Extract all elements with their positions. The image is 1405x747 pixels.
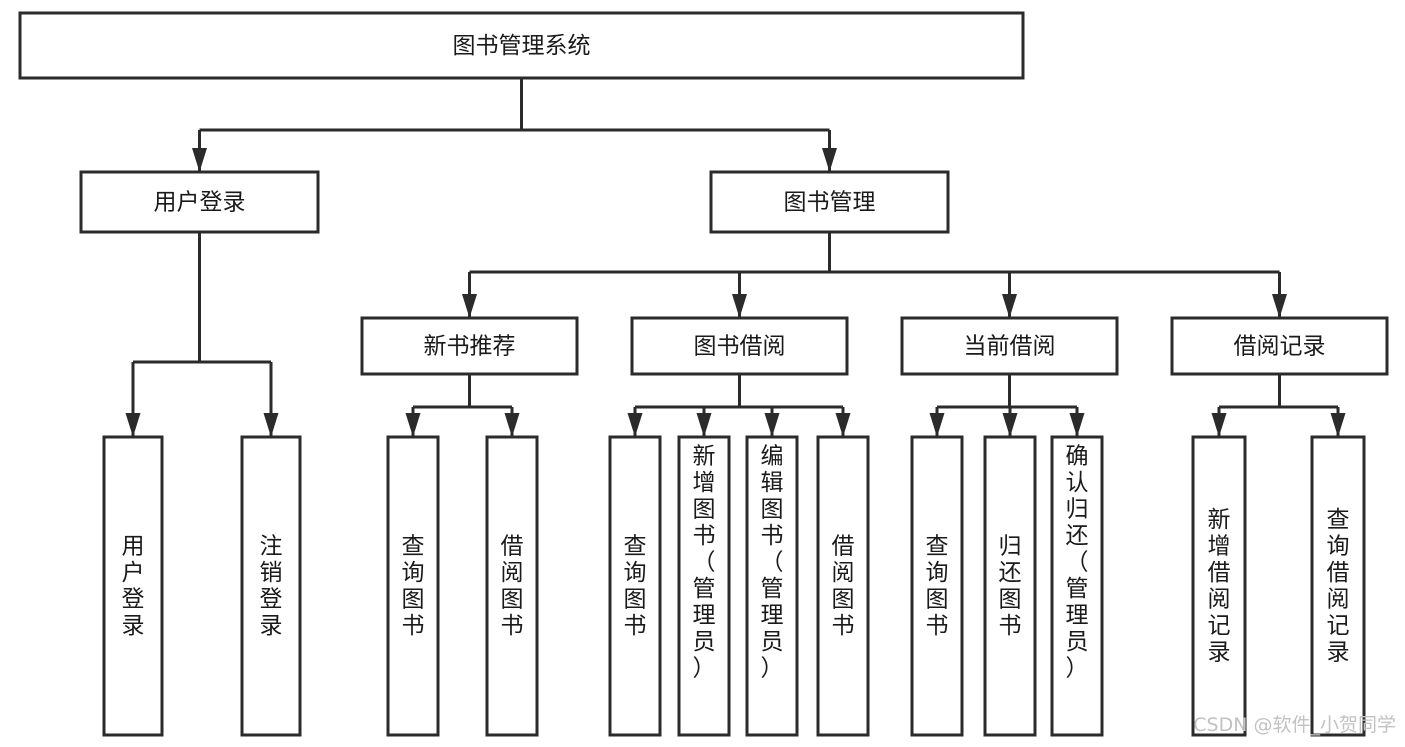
node-leaf-user-login[interactable]: 用户登录: [102, 435, 164, 737]
node-box-leaf-confirm-return-admin: [1050, 435, 1104, 737]
node-box-current-borrow: [900, 316, 1119, 376]
node-box-borrow-record: [1170, 316, 1389, 376]
arrow-head-icon: [696, 413, 712, 437]
node-label-new-book-recommend: 新书推荐: [424, 334, 516, 360]
node-box-leaf-borrow-book-2: [816, 435, 870, 737]
node-box-new-book-recommend: [360, 316, 579, 376]
connector-layer: [125, 78, 1346, 437]
node-borrow-record[interactable]: 借阅记录: [1170, 316, 1389, 376]
node-new-book-recommend[interactable]: 新书推荐: [360, 316, 579, 376]
node-leaf-confirm-return-admin[interactable]: 确认归还（管理员）: [1050, 435, 1104, 737]
node-box-book-borrow: [630, 316, 849, 376]
node-box-leaf-borrow-book-1: [485, 435, 539, 737]
arrow-head-icon: [1002, 413, 1018, 437]
node-label-book-borrow: 图书借阅: [694, 334, 786, 360]
arrow-head-icon: [1002, 294, 1017, 318]
node-leaf-borrow-book-2[interactable]: 借阅图书: [816, 435, 870, 737]
node-book-manage[interactable]: 图书管理: [709, 170, 950, 234]
arrow-head-icon: [1069, 413, 1085, 437]
node-box-leaf-query-book-1: [386, 435, 440, 737]
node-leaf-query-book-2[interactable]: 查询图书: [608, 435, 662, 737]
node-label-leaf-borrow-book-1: 借阅图书: [501, 534, 524, 640]
node-label-borrow-record: 借阅记录: [1234, 334, 1326, 360]
node-box-leaf-add-book-admin: [677, 435, 731, 737]
node-label-leaf-edit-book-admin: 编辑图书（管理员）: [761, 444, 784, 682]
node-label-leaf-add-book-admin: 新增图书（管理员）: [693, 444, 716, 682]
node-leaf-add-borrow-record[interactable]: 新增借阅记录: [1191, 435, 1247, 737]
arrow-head-icon: [835, 413, 851, 437]
arrow-head-icon: [405, 413, 421, 437]
node-leaf-query-book-1[interactable]: 查询图书: [386, 435, 440, 737]
arrow-head-icon: [462, 294, 477, 318]
node-leaf-borrow-book-1[interactable]: 借阅图书: [485, 435, 539, 737]
node-label-leaf-return-book: 归还图书: [999, 534, 1022, 640]
node-label-user-login: 用户登录: [154, 190, 246, 216]
node-box-leaf-query-borrow-record: [1310, 435, 1366, 737]
node-leaf-query-borrow-record[interactable]: 查询借阅记录: [1310, 435, 1366, 737]
node-label-leaf-query-book-1: 查询图书: [402, 534, 425, 640]
node-user-login[interactable]: 用户登录: [79, 170, 320, 234]
node-box-root: [18, 11, 1025, 80]
node-box-leaf-user-logout: [240, 435, 302, 737]
arrow-head-icon: [504, 413, 520, 437]
arrow-head-icon: [1330, 413, 1346, 437]
node-leaf-query-book-3[interactable]: 查询图书: [910, 435, 964, 737]
arrow-head-icon: [929, 413, 945, 437]
arrow-head-icon: [627, 413, 643, 437]
arrow-head-icon: [125, 413, 141, 437]
node-label-leaf-borrow-book-2: 借阅图书: [832, 534, 855, 640]
node-layer: 图书管理系统用户登录图书管理新书推荐图书借阅当前借阅借阅记录用户登录注销登录查询…: [18, 11, 1389, 737]
node-box-leaf-user-login: [102, 435, 164, 737]
node-label-root: 图书管理系统: [453, 33, 591, 59]
node-leaf-user-logout[interactable]: 注销登录: [240, 435, 302, 737]
node-leaf-return-book[interactable]: 归还图书: [983, 435, 1037, 737]
node-label-current-borrow: 当前借阅: [964, 334, 1056, 360]
node-label-leaf-user-login: 用户登录: [122, 534, 145, 640]
node-box-leaf-query-book-3: [910, 435, 964, 737]
node-label-leaf-query-book-3: 查询图书: [926, 534, 949, 640]
node-label-book-manage: 图书管理: [784, 190, 876, 216]
node-box-leaf-add-borrow-record: [1191, 435, 1247, 737]
arrow-head-icon: [263, 413, 279, 437]
node-book-borrow[interactable]: 图书借阅: [630, 316, 849, 376]
node-label-leaf-confirm-return-admin: 确认归还（管理员）: [1066, 444, 1089, 682]
arrow-head-icon: [732, 294, 747, 318]
node-box-user-login: [79, 170, 320, 234]
node-box-book-manage: [709, 170, 950, 234]
node-box-leaf-return-book: [983, 435, 1037, 737]
arrow-head-icon: [764, 413, 780, 437]
node-label-leaf-query-book-2: 查询图书: [624, 534, 647, 640]
arrow-head-icon: [822, 148, 837, 172]
node-leaf-edit-book-admin[interactable]: 编辑图书（管理员）: [745, 435, 799, 737]
node-label-leaf-user-logout: 注销登录: [260, 534, 283, 640]
node-label-leaf-add-borrow-record: 新增借阅记录: [1208, 507, 1231, 666]
arrow-head-icon: [1272, 294, 1287, 318]
watermark-label: CSDN @软件_小贺同学: [1193, 714, 1396, 736]
node-leaf-add-book-admin[interactable]: 新增图书（管理员）: [677, 435, 731, 737]
node-current-borrow[interactable]: 当前借阅: [900, 316, 1119, 376]
arrow-head-icon: [1211, 413, 1227, 437]
node-box-leaf-edit-book-admin: [745, 435, 799, 737]
node-label-leaf-query-borrow-record: 查询借阅记录: [1327, 507, 1350, 666]
node-root[interactable]: 图书管理系统: [18, 11, 1025, 80]
arrow-head-icon: [192, 148, 207, 172]
node-box-leaf-query-book-2: [608, 435, 662, 737]
